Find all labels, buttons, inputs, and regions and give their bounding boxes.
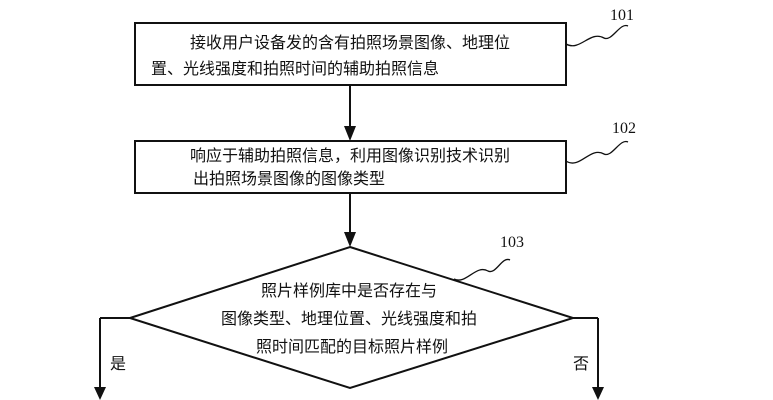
step-101-line-2: 置、光线强度和拍照时间的辅助拍照信息: [151, 59, 439, 78]
ref-101-label: 101: [610, 7, 634, 24]
ref-102-leader: [565, 140, 629, 164]
step-101-box: [134, 22, 567, 86]
ref-103-leader: [453, 258, 511, 281]
step-103-line-2: 图像类型、地理位置、光线强度和拍: [221, 309, 477, 328]
step-101-line-1: 接收用户设备发的含有拍照场景图像、地理位: [190, 33, 510, 52]
no-branch: 否: [573, 317, 604, 400]
yes-label: 是: [110, 354, 126, 373]
step-102-line-2: 出拍照场景图像的图像类型: [193, 169, 385, 188]
step-103-line-1: 照片样例库中是否存在与: [261, 281, 437, 300]
step-102-line-1: 响应于辅助拍照信息，利用图像识别技术识别: [190, 146, 510, 165]
no-branch-arrowhead: [592, 387, 604, 400]
yes-branch-arrowhead: [94, 387, 106, 400]
arrowhead-101-102: [344, 126, 356, 141]
ref-101-leader: [565, 24, 629, 47]
no-label: 否: [573, 354, 589, 373]
step-101: 接收用户设备发的含有拍照场景图像、地理位 置、光线强度和拍照时间的辅助拍照信息 …: [134, 7, 634, 86]
arrowhead-102-103: [344, 232, 356, 247]
ref-102-label: 102: [612, 120, 636, 137]
ref-103-label: 103: [500, 234, 524, 251]
step-103-diamond: [126, 245, 577, 390]
yes-branch: 是: [94, 317, 130, 400]
step-102: 响应于辅助拍照信息，利用图像识别技术识别 出拍照场景图像的图像类型 102: [134, 120, 636, 194]
step-102-box: [134, 140, 567, 194]
step-103: 照片样例库中是否存在与 图像类型、地理位置、光线强度和拍 照时间匹配的目标照片样…: [126, 234, 577, 390]
step-103-line-3: 照时间匹配的目标照片样例: [256, 337, 448, 356]
